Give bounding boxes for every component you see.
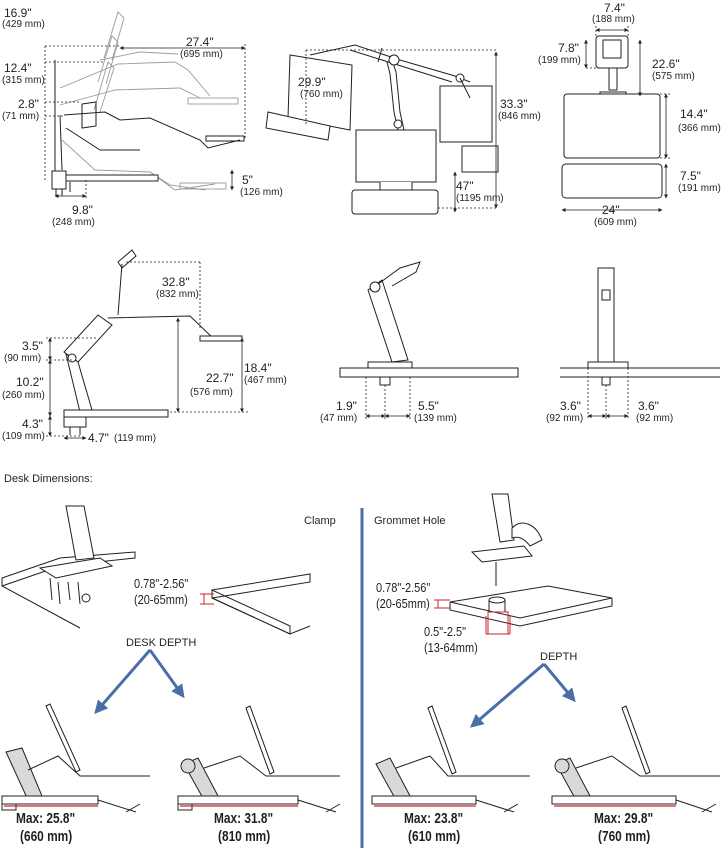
base-front-drawing: [560, 267, 720, 386]
front-view-dimension-lines: [561, 26, 672, 212]
dim-4-7-mm: (119 mm): [114, 433, 157, 444]
dim-7-4-in: 7.4": [604, 1, 625, 15]
dim-16-9-mm: (429 mm): [2, 19, 45, 30]
iso-view-drawing: [265, 44, 499, 215]
clamp-max2-in: Max: 31.8": [214, 811, 274, 827]
side-view-dimension-lines: [44, 44, 246, 200]
dim-22-6-in: 22.6": [652, 57, 680, 71]
clamp-max1-mm: (660 mm): [20, 829, 73, 845]
clamp-thickness-mm: (20-65mm): [134, 593, 188, 607]
dim-3-6-right-in: 3.6": [638, 399, 659, 413]
grommet-hole-in: 0.5"-2.5": [424, 625, 467, 639]
dim-18-4-mm: (467 mm): [244, 375, 287, 386]
dim-1-9-mm: (47 mm): [320, 413, 358, 424]
dim-22-7-in: 22.7": [206, 371, 234, 385]
grommet-title: Grommet Hole: [374, 515, 446, 527]
dim-4-7-in: 4.7": [88, 431, 109, 445]
depth-label: DEPTH: [540, 651, 578, 663]
clamp-detail-drawing: [1, 505, 311, 635]
grommet-max1-in: Max: 23.8": [404, 811, 464, 827]
side-view-drawing: [51, 11, 245, 196]
dim-33-3-in: 33.3": [500, 97, 528, 111]
dim-14-4-mm: (366 mm): [678, 123, 721, 134]
dim-3-6-left-mm: (92 mm): [546, 413, 584, 424]
desk-depth-label: DESK DEPTH: [126, 637, 197, 649]
side2-view-drawing: [63, 249, 243, 435]
base-front-dimension-lines: [587, 368, 629, 420]
dim-3-5-in: 3.5": [22, 339, 43, 353]
dim-3-6-left-in: 3.6": [560, 399, 581, 413]
dim-14-4-in: 14.4": [680, 107, 708, 121]
grommet-max2-mm: (760 mm): [598, 829, 651, 845]
dim-5-in: 5": [242, 173, 253, 187]
grommet-thickness-in: 0.78"-2.56": [376, 581, 431, 595]
iso-view-dimension-lines: [305, 49, 498, 213]
dim-47-mm: (1195 mm): [456, 193, 504, 204]
dim-5-5-in: 5.5": [418, 399, 439, 413]
dim-10-2-in: 10.2": [16, 375, 44, 389]
dim-12-4-mm: (315 mm): [2, 75, 45, 86]
desk-dimensions-heading: Desk Dimensions:: [4, 473, 93, 485]
clamp-red-marker: [200, 593, 214, 605]
clamp-max2-mm: (810 mm): [218, 829, 271, 845]
front-view-drawing: [561, 35, 663, 199]
grommet-hole-mm: (13-64mm): [424, 641, 478, 655]
depth-arrows: [94, 649, 576, 728]
dim-4-3-in: 4.3": [22, 417, 43, 431]
grommet-max1-mm: (610 mm): [408, 829, 461, 845]
dim-32-8-mm: (832 mm): [156, 289, 199, 300]
dim-16-9-in: 16.9": [4, 6, 32, 20]
dim-24-in: 24": [602, 203, 620, 217]
dim-27-4-mm: (695 mm): [180, 49, 223, 60]
side2-view-dimension-lines: [46, 261, 248, 440]
grommet-max2-in: Max: 29.8": [594, 811, 654, 827]
clamp-title: Clamp: [304, 515, 336, 527]
dim-18-4-in: 18.4": [244, 361, 272, 375]
dim-9-8-mm: (248 mm): [52, 217, 95, 228]
dim-4-3-mm: (109 mm): [2, 431, 45, 442]
dim-33-3-mm: (846 mm): [498, 111, 541, 122]
dim-2-8-mm: (71 mm): [2, 111, 40, 122]
base-side-drawing: [339, 261, 519, 386]
dim-7-4-mm: (188 mm): [592, 14, 635, 25]
grommet-red-marker: [434, 599, 511, 635]
dim-27-4-in: 27.4": [186, 35, 214, 49]
base-side-dimension-lines: [365, 377, 411, 420]
workstation-thumbnails: [1, 703, 720, 813]
dim-7-8-in: 7.8": [558, 41, 579, 55]
dim-32-8-in: 32.8": [162, 275, 190, 289]
dim-7-5-in: 7.5": [680, 169, 701, 183]
dim-3-5-mm: (90 mm): [4, 353, 42, 364]
dim-22-6-mm: (575 mm): [652, 71, 695, 82]
grommet-thickness-mm: (20-65mm): [376, 597, 430, 611]
dim-29-9-in: 29.9": [298, 75, 326, 89]
dim-1-9-in: 1.9": [336, 399, 357, 413]
grommet-detail-drawing: [449, 493, 613, 627]
dim-5-mm: (126 mm): [240, 187, 283, 198]
dim-22-7-mm: (576 mm): [190, 387, 233, 398]
clamp-max1-in: Max: 25.8": [16, 811, 76, 827]
dim-7-8-mm: (199 mm): [538, 55, 581, 66]
dim-12-4-in: 12.4": [4, 61, 32, 75]
dim-24-mm: (609 mm): [594, 217, 637, 228]
dim-10-2-mm: (260 mm): [2, 390, 45, 401]
dim-3-6-right-mm: (92 mm): [636, 413, 674, 424]
dim-2-8-in: 2.8": [18, 97, 39, 111]
dim-5-5-mm: (139 mm): [414, 413, 457, 424]
dim-29-9-mm: (760 mm): [300, 89, 343, 100]
dim-7-5-mm: (191 mm): [678, 183, 721, 194]
dim-9-8-in: 9.8": [72, 203, 93, 217]
clamp-thickness-in: 0.78"-2.56": [134, 577, 189, 591]
dim-47-in: 47": [456, 179, 474, 193]
